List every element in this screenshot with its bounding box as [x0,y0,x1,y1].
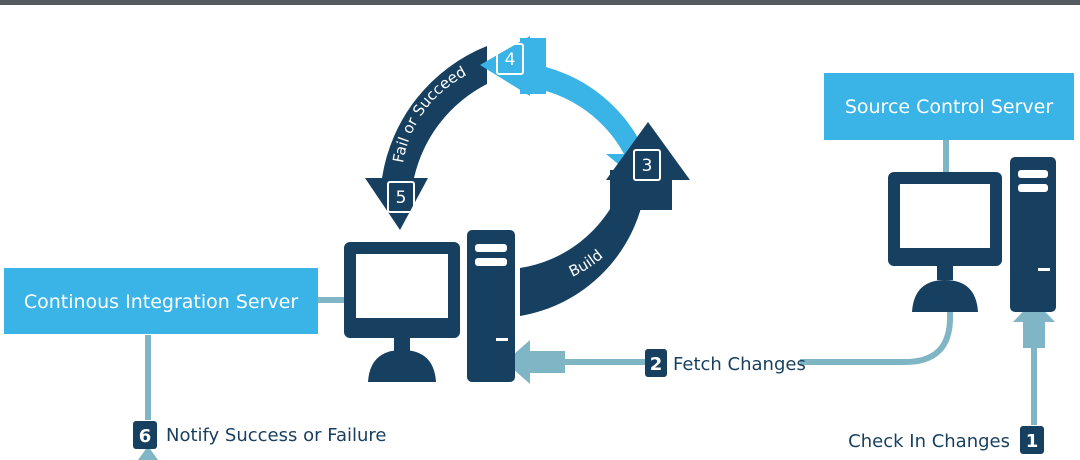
ci-tower-icon [467,230,515,382]
test-arrowhead-icon [480,36,530,96]
step-1-label: Check In Changes [848,431,1010,452]
step-6-label: Notify Success or Failure [166,425,386,446]
top-border [0,0,1080,5]
badge-step-4: 4 [496,43,524,75]
step-6-notify: 6 Notify Success or Failure [133,421,386,449]
ci-computer [344,230,515,382]
fetch-arrowhead-icon [505,340,565,384]
badge-step-5: 5 [387,181,415,213]
source-control-label: Source Control Server [845,96,1054,118]
svg-text:3: 3 [642,156,653,176]
source-control-box: Source Control Server [824,73,1074,140]
svg-text:4: 4 [505,50,516,70]
cycle-arc [365,36,690,316]
svg-text:5: 5 [396,188,407,208]
step-1-checkin: Check In Changes 1 [848,426,1044,454]
badge-step-2-number: 2 [650,354,663,375]
step-2-label: Fetch Changes [673,354,806,375]
ci-stand-icon [368,350,436,382]
ci-server-label: Continous Integration Server [24,291,299,313]
source-tower-icon [1010,157,1056,312]
source-computer [888,157,1056,312]
step-2-fetch: 2 Fetch Changes [645,349,806,377]
badge-step-1-number: 1 [1026,431,1039,452]
source-stand-icon [912,280,978,312]
notify-arrowhead-icon [138,446,158,460]
badge-step-3: 3 [633,149,661,181]
badge-step-6-number: 6 [139,426,152,447]
ci-server-box: Continous Integration Server [4,268,318,334]
